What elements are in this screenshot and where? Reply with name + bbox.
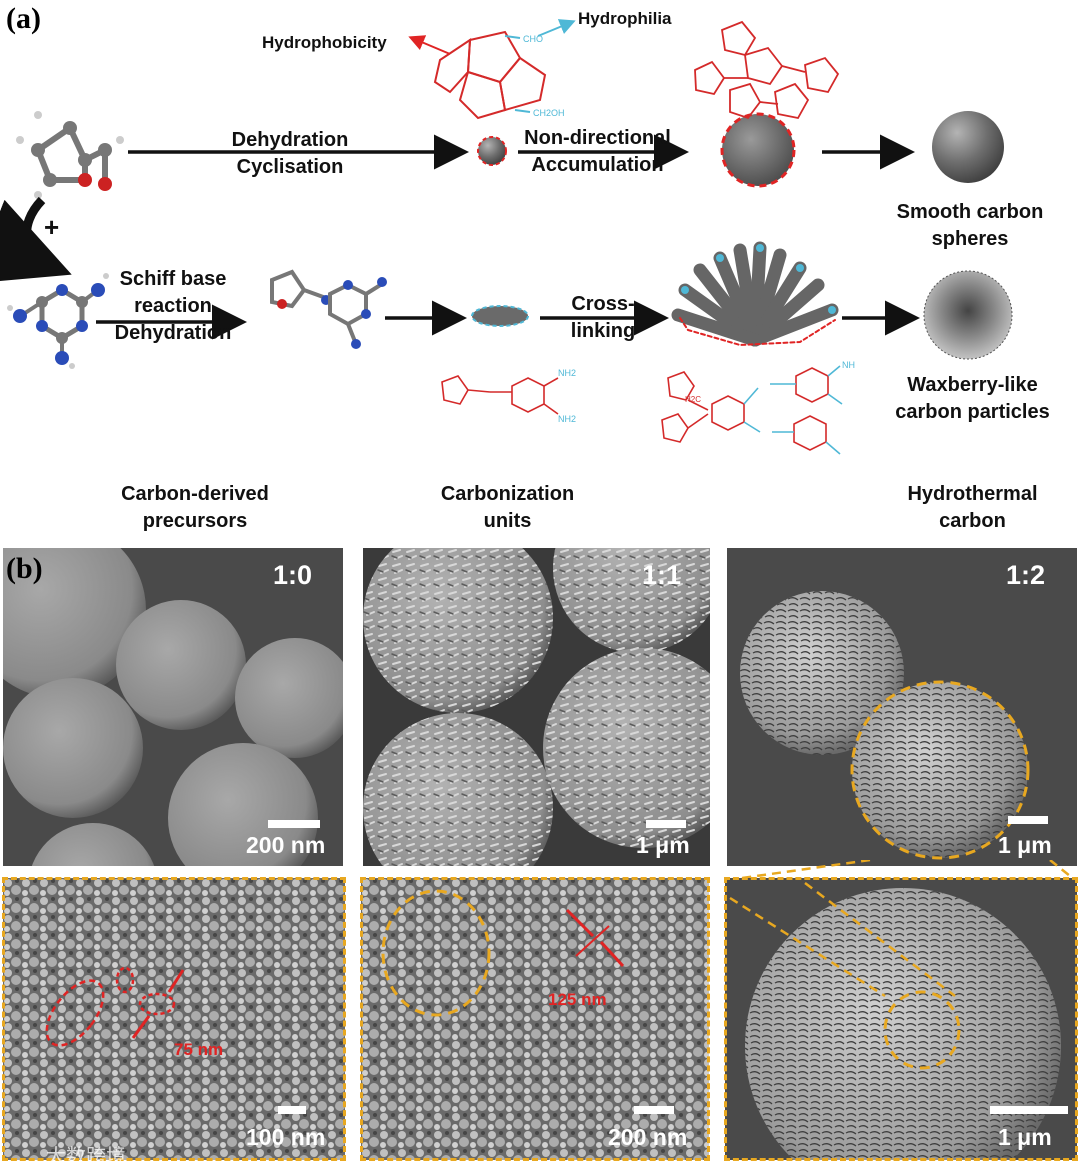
top-step1-label: Dehydration Cyclisation: [205, 127, 375, 181]
scale-label-100nm: 100 nm: [246, 1124, 325, 1151]
scale-bar-100nm: [278, 1106, 306, 1114]
watermark: 大数跨境: [46, 1140, 126, 1169]
scale-bar-200nm-top: [268, 820, 320, 828]
column-label-precursors: Carbon-derived precursors: [95, 481, 295, 535]
hydrophobicity-arrow: [412, 38, 450, 54]
sem-image-ratio-1-1: [363, 548, 710, 866]
furan-oligomer-structure: [695, 22, 838, 118]
crosslinked-network-structure: [662, 366, 842, 454]
sem-zoom-image-left: [3, 878, 345, 1160]
fused-furan-structure: [435, 32, 545, 118]
top-step2-label: Non-directional Accumulation: [500, 125, 695, 179]
nh-label: NH: [842, 360, 855, 370]
sem-zoom-image-middle: [361, 878, 709, 1160]
hydrophilia-label: Hydrophilia: [578, 9, 672, 28]
smooth-carbon-sphere: [932, 111, 1004, 183]
cross-linked-rods: [678, 244, 836, 345]
furfural-molecule: [16, 111, 124, 199]
hydrophilia-arrow: [538, 22, 572, 36]
ratio-label-1-2: 1:2: [1006, 560, 1045, 591]
nh2-bottom-label: NH2: [558, 414, 576, 424]
nh2-top-label: NH2: [558, 368, 576, 378]
scale-bar-1um-right: [1008, 816, 1048, 824]
measurement-125nm: 125 nm: [548, 990, 607, 1010]
scale-label-1um-right: 1 μm: [998, 832, 1052, 859]
waxberry-label: Waxberry-like carbon particles: [875, 372, 1070, 426]
panel-b-tag: (b): [6, 552, 43, 586]
sem-zoom-image-right: [725, 878, 1077, 1160]
scale-bar-1um-bottom: [990, 1106, 1068, 1114]
h2c-label: H2C: [685, 395, 701, 404]
scale-bar-1um-middle: [646, 820, 686, 828]
plus-sign: +: [44, 212, 59, 242]
hydrophobicity-label: Hydrophobicity: [262, 33, 387, 52]
imine-structure: [442, 376, 558, 414]
bottom-step1-label: Schiff base reaction Dehydration: [98, 266, 248, 347]
column-label-hydrothermal: Hydrothermal carbon: [880, 481, 1065, 535]
bottom-step2-label: Cross- linking: [548, 291, 658, 345]
scale-label-200nm-bottom: 200 nm: [608, 1124, 687, 1151]
carbonization-unit-ellipsoid: [472, 306, 528, 326]
schiff-base-product: [272, 272, 387, 349]
accumulated-sphere: [722, 114, 794, 186]
smooth-spheres-label: Smooth carbon spheres: [880, 199, 1060, 253]
ratio-label-1-1: 1:1: [642, 560, 681, 591]
scale-bar-200nm-bottom: [634, 1106, 674, 1114]
ch2oh-label: CH2OH: [533, 108, 565, 118]
sem-image-ratio-1-0: [3, 548, 343, 866]
ratio-label-1-0: 1:0: [273, 560, 312, 591]
scale-label-1um-middle: 1 μm: [636, 832, 690, 859]
melamine-molecule: [7, 273, 109, 369]
measurement-75nm: 75 nm: [174, 1040, 223, 1060]
column-label-units: Carbonization units: [410, 481, 605, 535]
scale-label-1um-bottom: 1 μm: [998, 1124, 1052, 1151]
scale-label-200nm-top: 200 nm: [246, 832, 325, 859]
